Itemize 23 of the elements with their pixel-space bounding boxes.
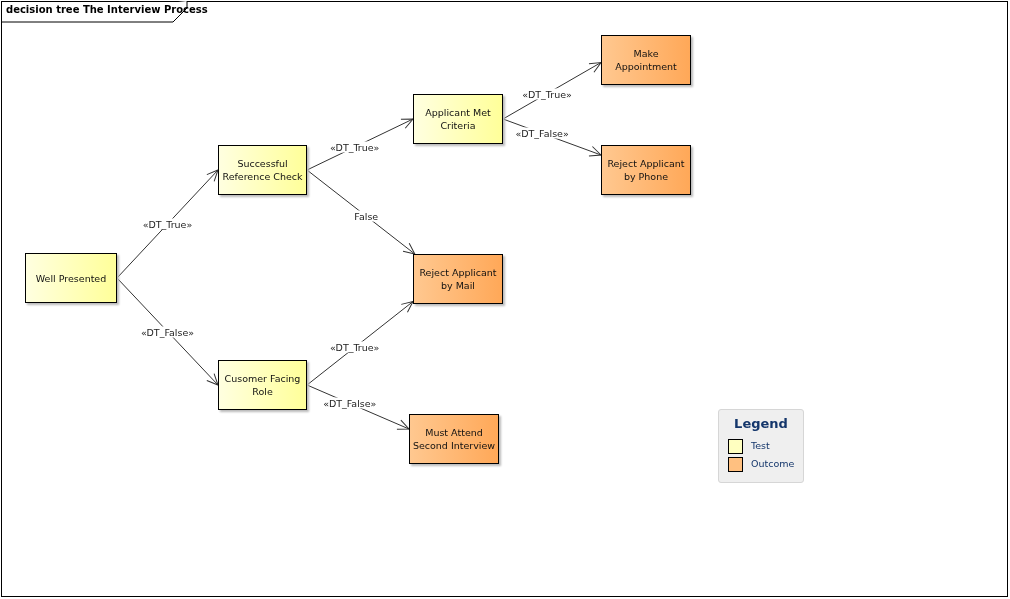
legend-text: Outcome <box>751 458 795 469</box>
legend-text: Test <box>751 440 770 451</box>
outcome-box: Reject Applicant by Phone <box>601 145 691 195</box>
outcome-box: Reject Applicant by Mail <box>413 254 503 304</box>
outcome-box: Make Appointment <box>601 35 691 85</box>
edge-label: «DT_True» <box>521 88 573 100</box>
edge-label: «DT_True» <box>141 218 194 230</box>
edge-label: «DT_False» <box>139 326 196 337</box>
legend-title: Legend <box>733 416 789 431</box>
test-box: Successful Reference Check <box>218 145 307 195</box>
edge-label: «DT_True» <box>328 141 381 153</box>
arrow <box>116 169 219 279</box>
test-box: Cusomer Facing Role <box>218 360 307 410</box>
edge-label: «DT_True» <box>328 341 381 353</box>
edge-label: «DT_False» <box>514 127 570 139</box>
edge-label: False <box>353 210 380 222</box>
diagram-title: decision tree The Interview Process <box>6 4 208 15</box>
arrow <box>306 301 414 386</box>
test-box: Applicant Met Criteria <box>413 94 503 144</box>
outcome-box: Must Attend Second Interview <box>409 414 499 464</box>
test-box: Well Presented <box>25 253 117 303</box>
edge-label: «DT_False» <box>322 397 378 409</box>
arrow <box>116 277 219 386</box>
